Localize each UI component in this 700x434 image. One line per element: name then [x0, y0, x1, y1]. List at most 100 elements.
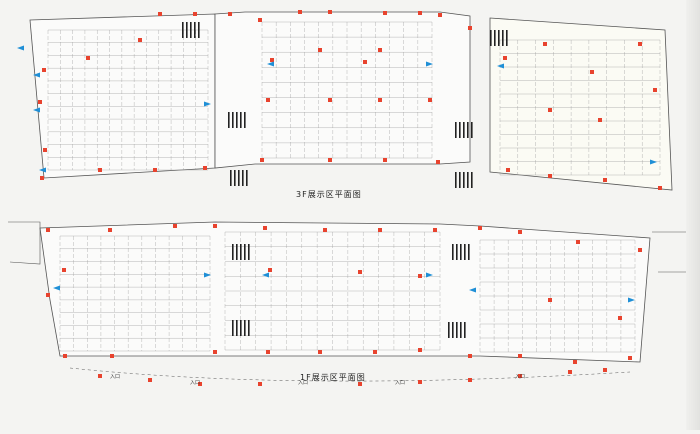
blue-arrow-icon [17, 45, 24, 51]
red-square-icon [328, 10, 332, 14]
red-square-icon [63, 354, 67, 358]
stair-step [456, 244, 458, 260]
lower-floor-caption: 1F展示区平面图 [300, 373, 366, 382]
red-square-icon [270, 58, 274, 62]
red-square-icon [428, 98, 432, 102]
staircase-icon [182, 22, 200, 38]
red-square-icon [98, 374, 102, 378]
red-square-icon [548, 174, 552, 178]
direction-arrows [17, 45, 657, 303]
red-square-icon [433, 228, 437, 232]
red-square-icon [383, 11, 387, 15]
red-square-icon [418, 274, 422, 278]
red-square-icon [418, 11, 422, 15]
red-square-icon [628, 356, 632, 360]
hall-outline [489, 17, 673, 191]
upper-floor-caption: 3F展示区平面图 [296, 190, 362, 199]
hall-outlines [8, 11, 691, 382]
entrance-labels: 入口入口入口入口入口 [110, 374, 525, 386]
staircase-icon [455, 122, 473, 138]
stair-step [455, 172, 457, 188]
red-square-icon [603, 368, 607, 372]
red-square-icon [363, 60, 367, 64]
blue-arrow-icon [426, 61, 433, 67]
booth-grid [499, 39, 661, 176]
red-square-icon [258, 18, 262, 22]
blue-arrow-icon [469, 287, 476, 293]
stair-step [246, 170, 248, 186]
red-square-icon [548, 298, 552, 302]
red-square-icon [576, 240, 580, 244]
staircase-icon [228, 112, 246, 128]
staircase-icon [455, 172, 473, 188]
red-square-icon [378, 48, 382, 52]
red-square-icon [318, 350, 322, 354]
red-square-icon [568, 370, 572, 374]
red-square-icon [653, 88, 657, 92]
red-square-icon [198, 382, 202, 386]
blue-arrow-icon [267, 61, 274, 67]
stair-step [236, 112, 238, 128]
stair-step [190, 22, 192, 38]
stair-step [182, 22, 184, 38]
red-square-icon [158, 12, 162, 16]
red-square-icon [328, 158, 332, 162]
stair-step [468, 244, 470, 260]
stair-step [240, 244, 242, 260]
stair-step [460, 244, 462, 260]
red-square-icon [503, 56, 507, 60]
booth-grid [47, 29, 209, 171]
red-square-icon [478, 226, 482, 230]
stair-step [452, 322, 454, 338]
staircase-icon [448, 322, 466, 338]
stair-step [471, 122, 473, 138]
blue-arrow-icon [426, 272, 433, 278]
stair-step [232, 320, 234, 336]
red-square-icon [193, 12, 197, 16]
blue-arrow-icon [33, 107, 40, 113]
red-square-icon [298, 10, 302, 14]
red-square-icon [148, 378, 152, 382]
blue-arrow-icon [53, 285, 60, 291]
red-square-icon [260, 158, 264, 162]
stair-step [248, 244, 250, 260]
red-square-icon [418, 348, 422, 352]
stair-step [471, 172, 473, 188]
red-square-icon [228, 12, 232, 16]
red-square-icon [328, 98, 332, 102]
stair-step [240, 112, 242, 128]
red-square-icon [318, 48, 322, 52]
red-square-icon [38, 100, 42, 104]
stair-step [234, 170, 236, 186]
red-square-icon [618, 316, 622, 320]
blue-arrow-icon [650, 159, 657, 165]
red-square-icon [173, 224, 177, 228]
stair-step [448, 322, 450, 338]
stair-step [464, 322, 466, 338]
staircase-icon [490, 30, 508, 46]
red-square-icon [358, 382, 362, 386]
stair-step [463, 122, 465, 138]
stair-step [498, 30, 500, 46]
booth-markers [38, 10, 662, 386]
stair-step [248, 320, 250, 336]
stair-step [232, 244, 234, 260]
red-square-icon [98, 168, 102, 172]
booth-grid [479, 239, 636, 353]
red-square-icon [543, 42, 547, 46]
booth-grid [224, 231, 441, 351]
red-square-icon [468, 26, 472, 30]
red-square-icon [138, 38, 142, 42]
stair-step [244, 112, 246, 128]
stair-step [463, 172, 465, 188]
stair-step [194, 22, 196, 38]
red-square-icon [153, 168, 157, 172]
red-square-icon [548, 108, 552, 112]
red-square-icon [358, 270, 362, 274]
blue-arrow-icon [204, 101, 211, 107]
red-square-icon [42, 68, 46, 72]
red-square-icon [658, 186, 662, 190]
red-square-icon [378, 228, 382, 232]
red-square-icon [383, 158, 387, 162]
